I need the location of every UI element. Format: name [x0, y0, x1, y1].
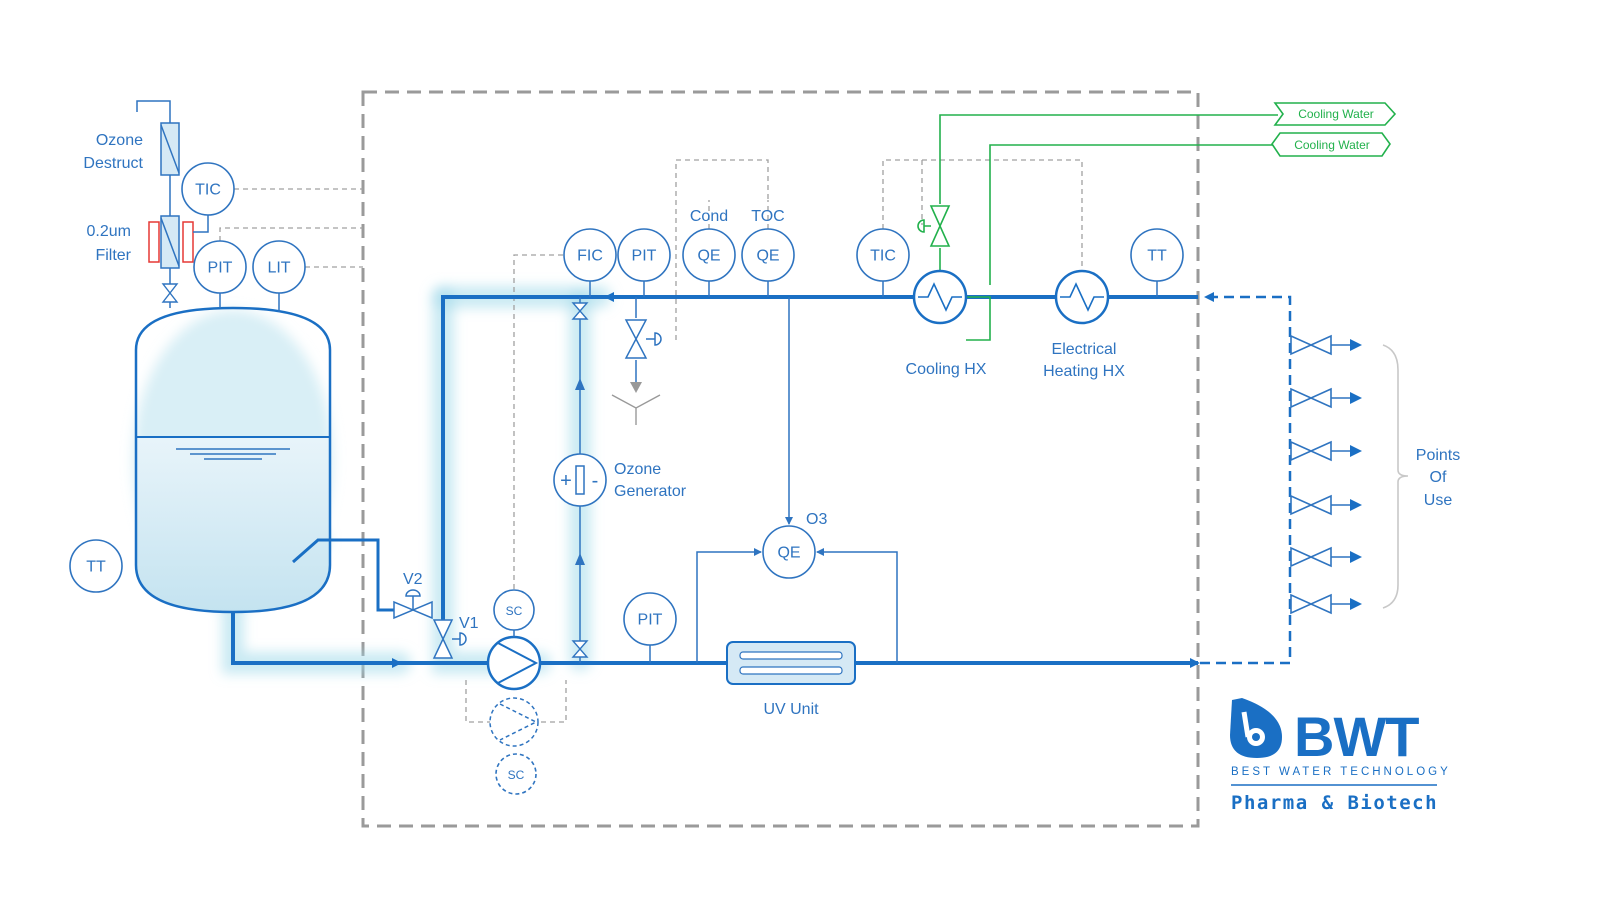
toc-label: TOC — [751, 208, 784, 225]
heating-hx-label: Electrical — [1052, 341, 1117, 358]
tt-return[interactable]: TT — [1130, 228, 1184, 282]
v1-label: V1 — [459, 615, 479, 632]
point-of-use-valve-1[interactable] — [1290, 334, 1362, 356]
pit-supply[interactable]: PIT — [623, 592, 677, 646]
qe-toc[interactable]: QE — [741, 228, 795, 282]
svg-text:PIT: PIT — [208, 260, 233, 277]
skid-boundary — [361, 90, 1200, 828]
svg-text:PIT: PIT — [632, 248, 657, 265]
svg-text:PIT: PIT — [638, 612, 663, 629]
tic-tank[interactable]: TIC — [181, 162, 235, 216]
valve-v2[interactable] — [393, 589, 433, 620]
svg-text:QE: QE — [777, 545, 800, 562]
pump-primary[interactable] — [486, 635, 542, 691]
points-of-use-brace — [1382, 344, 1409, 609]
lit-tank[interactable]: LIT — [252, 240, 306, 294]
qe-cond[interactable]: QE — [682, 228, 736, 282]
cooling-water-out-tag: Cooling Water — [1271, 132, 1391, 157]
ozone-generator-label-2: Generator — [614, 483, 687, 500]
svg-text:QE: QE — [697, 248, 720, 265]
qe-o3[interactable]: QE — [762, 525, 816, 579]
tic-hx[interactable]: TIC — [856, 228, 910, 282]
svg-text:-: - — [592, 470, 599, 492]
cooling-water-valve[interactable] — [917, 205, 951, 247]
electrical-heating-hx[interactable] — [1054, 269, 1110, 325]
filter-label-2: Filter — [95, 247, 131, 264]
point-of-use-valve-5[interactable] — [1290, 546, 1362, 568]
tt-tank[interactable]: TT — [69, 539, 123, 593]
ozone-destruct-unit[interactable] — [160, 122, 180, 176]
v2-label: V2 — [403, 571, 423, 588]
ozone-valve-top[interactable] — [571, 302, 589, 320]
heating-hx-label-2: Heating HX — [1043, 363, 1125, 380]
storage-tank[interactable] — [134, 306, 332, 614]
pump-standby[interactable] — [489, 697, 539, 747]
vent-valve[interactable] — [161, 283, 179, 303]
sc-pump1[interactable]: SC — [493, 589, 535, 631]
ozone-generator[interactable]: + - — [553, 453, 607, 507]
valve-v1[interactable] — [432, 619, 467, 659]
svg-text:FIC: FIC — [577, 248, 603, 265]
svg-text:QE: QE — [756, 248, 779, 265]
svg-text:Cooling Water: Cooling Water — [1294, 138, 1370, 152]
svg-text:SC: SC — [506, 604, 523, 618]
drain-valve[interactable] — [624, 319, 648, 359]
svg-text:LIT: LIT — [267, 260, 290, 277]
pit-tank[interactable]: PIT — [193, 240, 247, 294]
ozone-generator-label: Ozone — [614, 461, 661, 478]
svg-text:Cooling Water: Cooling Water — [1298, 107, 1374, 121]
cooling-hx[interactable] — [912, 269, 968, 325]
points-of-use-label-3: Use — [1424, 492, 1453, 509]
cooling-water-in-tag: Cooling Water — [1273, 102, 1397, 126]
pit-return[interactable]: PIT — [617, 228, 671, 282]
ozone-destruct-label: Ozone — [96, 132, 143, 149]
point-of-use-valve-6[interactable] — [1290, 593, 1362, 615]
logo-division: Pharma & Biotech — [1231, 792, 1438, 814]
fic[interactable]: FIC — [563, 228, 617, 282]
points-of-use — [1290, 334, 1362, 615]
svg-text:TT: TT — [86, 559, 106, 576]
svg-text:TIC: TIC — [870, 248, 896, 265]
point-of-use-valve-3[interactable] — [1290, 440, 1362, 462]
logo-tagline: BEST WATER TECHNOLOGY — [1231, 766, 1451, 778]
cooling-hx-label: Cooling HX — [906, 361, 987, 378]
filter-label: 0.2um — [87, 223, 131, 240]
svg-text:+: + — [560, 470, 572, 492]
uv-unit[interactable] — [726, 641, 856, 685]
svg-text:TT: TT — [1147, 248, 1167, 265]
point-of-use-valve-4[interactable] — [1290, 494, 1362, 516]
sc-pump2[interactable]: SC — [495, 753, 537, 795]
ozone-valve-bottom[interactable] — [571, 640, 589, 658]
distribution-loop — [1200, 292, 1292, 665]
points-of-use-label-2: Of — [1430, 469, 1447, 486]
svg-text:TIC: TIC — [195, 182, 221, 199]
bwt-logo: BWT BEST WATER TECHNOLOGY Pharma & Biote… — [1230, 698, 1451, 814]
cond-label: Cond — [690, 208, 728, 225]
o3-label: O3 — [806, 511, 827, 528]
uv-unit-label: UV Unit — [763, 701, 819, 718]
svg-text:SC: SC — [508, 768, 525, 782]
point-of-use-valve-2[interactable] — [1290, 387, 1362, 409]
logo-brand: BWT — [1294, 705, 1419, 768]
vent-filter[interactable] — [148, 215, 194, 269]
ozone-destruct-label-2: Destruct — [83, 155, 143, 172]
points-of-use-label: Points — [1416, 447, 1460, 464]
